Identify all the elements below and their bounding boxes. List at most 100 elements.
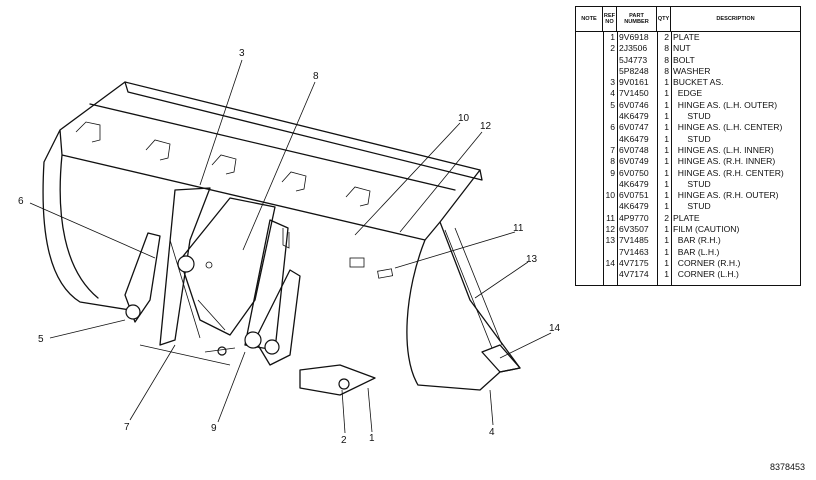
description-cell: STUD xyxy=(673,178,711,189)
bucket-body xyxy=(42,81,521,391)
note-cell xyxy=(576,235,603,246)
table-row: 5P8248 8 WASHER xyxy=(576,66,800,77)
description-cell: PLATE xyxy=(673,212,700,223)
callout-1: 1 xyxy=(369,433,375,444)
qty-cell: 1 xyxy=(664,133,669,144)
description-cell: BAR (L.H.) xyxy=(673,246,720,257)
bottom-plate xyxy=(139,344,376,396)
header-part-number: PART NUMBER xyxy=(617,7,657,31)
header-description: DESCRIPTION xyxy=(716,15,755,22)
note-cell xyxy=(576,100,603,111)
description-cell: FILM (CAUTION) xyxy=(673,224,740,235)
ref-cell: 13 xyxy=(605,235,615,246)
qty-cell: 1 xyxy=(664,122,669,133)
description-cell: NUT xyxy=(673,43,691,54)
part-number-cell: 4P9770 xyxy=(619,212,649,223)
description-cell: PLATE xyxy=(673,32,700,42)
callout-2: 2 xyxy=(341,435,347,446)
note-cell xyxy=(576,213,603,224)
qty-cell: 1 xyxy=(664,144,669,155)
description-cell: STUD xyxy=(673,133,711,144)
part-number-cell: 4K6479 xyxy=(619,201,649,212)
qty-cell: 1 xyxy=(664,269,669,280)
callout-11: 11 xyxy=(513,223,524,234)
ref-cell: 1 xyxy=(610,32,615,42)
ref-cell: 5 xyxy=(610,99,615,110)
callout-6: 6 xyxy=(18,196,24,207)
note-cell xyxy=(576,32,603,43)
side-bar xyxy=(444,227,503,349)
part-number-cell: 6V0751 xyxy=(619,190,649,201)
note-cell xyxy=(576,179,603,190)
qty-cell: 1 xyxy=(664,99,669,110)
description-cell: EDGE xyxy=(673,88,703,99)
description-cell: HINGE AS. (L.H. OUTER) xyxy=(673,99,778,110)
callout-numbers: 3 8 10 12 11 13 14 6 5 7 9 2 1 4 xyxy=(18,48,561,446)
part-number-cell: 6V0749 xyxy=(619,156,649,167)
part-number-cell: 6V0748 xyxy=(619,144,649,155)
note-cell xyxy=(576,156,603,167)
description-cell: BOLT xyxy=(673,54,695,65)
part-number-cell: 6V0746 xyxy=(619,99,649,110)
ref-cell: 2 xyxy=(610,43,615,54)
description-cell: HINGE AS. (L.H. CENTER) xyxy=(673,122,783,133)
part-number-cell: 4K6479 xyxy=(619,111,649,122)
note-cell xyxy=(576,88,603,99)
part-number-cell: 4V7175 xyxy=(619,257,649,268)
part-number-cell: 5P8248 xyxy=(619,65,649,76)
description-cell: HINGE AS. (R.H. OUTER) xyxy=(673,190,779,201)
part-number-cell: 6V0747 xyxy=(619,122,649,133)
qty-cell: 8 xyxy=(664,65,669,76)
ref-cell xyxy=(603,179,617,190)
note-cell xyxy=(576,134,603,145)
qty-cell: 1 xyxy=(664,88,669,99)
qty-cell: 1 xyxy=(664,201,669,212)
ref-cell xyxy=(603,111,617,122)
ref-cell xyxy=(603,134,617,145)
ref-cell: 9 xyxy=(610,167,615,178)
callout-13: 13 xyxy=(526,254,538,265)
hinge-left-outer xyxy=(124,232,161,323)
ref-cell xyxy=(603,247,617,258)
qty-cell: 1 xyxy=(664,167,669,178)
table-row: 5 6V0746 1 HINGE AS. (L.H. OUTER) xyxy=(576,100,800,111)
qty-cell: 1 xyxy=(664,235,669,246)
qty-cell: 1 xyxy=(664,257,669,268)
qty-cell: 1 xyxy=(664,178,669,189)
header-qty: QTY xyxy=(657,7,671,31)
ref-cell: 12 xyxy=(605,224,615,235)
description-cell: CORNER (L.H.) xyxy=(673,269,739,280)
note-cell xyxy=(576,77,603,88)
note-cell xyxy=(576,201,603,212)
ref-cell xyxy=(603,66,617,77)
part-number-cell: 9V0161 xyxy=(619,77,649,88)
qty-cell: 1 xyxy=(664,111,669,122)
note-cell xyxy=(576,145,603,156)
hinge-right-center xyxy=(244,269,301,366)
description-cell: HINGE AS. (R.H. INNER) xyxy=(673,156,776,167)
callout-3: 3 xyxy=(239,48,245,59)
callout-8: 8 xyxy=(313,71,319,82)
part-number-cell: 7V1450 xyxy=(619,88,649,99)
part-number-cell: 7V1463 xyxy=(619,246,649,257)
qty-cell: 2 xyxy=(664,32,669,42)
description-cell: WASHER xyxy=(673,65,711,76)
leader-lines xyxy=(29,59,552,434)
qty-cell: 1 xyxy=(664,246,669,257)
callout-4: 4 xyxy=(489,427,495,438)
note-cell xyxy=(576,55,603,66)
parts-table: NOTE REF NO PART NUMBER QTY DESCRIPTION … xyxy=(575,6,801,286)
ref-cell: 8 xyxy=(610,156,615,167)
